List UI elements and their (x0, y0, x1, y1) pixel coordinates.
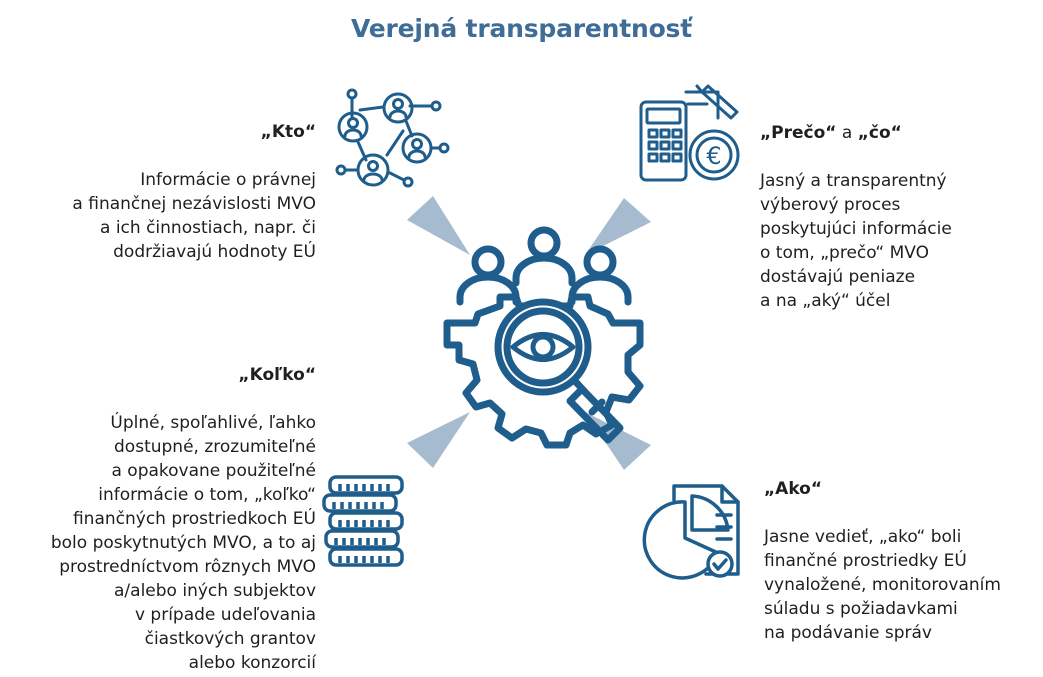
network-people-icon (335, 88, 450, 188)
arrow-bottom-left (407, 412, 470, 468)
arrow-top-right (585, 198, 651, 255)
page-title: Verejná transparentnosť (351, 14, 692, 43)
coin (328, 475, 404, 495)
arrow-top-left (407, 196, 470, 255)
ako-text: Jasne vedieť, „ako“ boli finančné prostr… (764, 527, 1001, 643)
kolko-heading: „Koľko“ (238, 365, 316, 385)
kolko-text: Úplné, spoľahlivé, ľahko dostupné, zrozu… (50, 413, 316, 673)
preco-text: Jasný a transparentný výberový proces po… (760, 171, 952, 311)
preco-heading-and: a (836, 123, 858, 143)
coin (328, 547, 404, 567)
pie-chart-report-icon (642, 484, 740, 580)
coin (322, 493, 398, 513)
preco-heading-why: „Prečo“ (760, 123, 837, 143)
coin (328, 511, 404, 531)
eye-icon (510, 332, 576, 362)
calculator-euro-document-icon: € (639, 84, 740, 182)
preco-heading: „Prečo“ a „čo“ (760, 121, 1030, 145)
ako-block: „Ako“ Jasne vedieť, „ako“ boli finančné … (764, 453, 1039, 645)
coin-stack-icon (322, 475, 404, 567)
preco-block: „Prečo“ a „čo“ Jasný a transparentný výb… (760, 97, 1030, 313)
center-icon (443, 226, 644, 449)
coin (324, 529, 400, 549)
euro-symbol: € (706, 142, 721, 170)
preco-heading-what: „čo“ (857, 123, 902, 143)
kto-heading: „Kto“ (260, 122, 316, 142)
kto-text: Informácie o právnej a finančnej nezávis… (72, 170, 316, 262)
ako-heading: „Ako“ (764, 479, 823, 499)
magnifier-icon (494, 298, 624, 444)
kto-block: „Kto“ Informácie o právnej a finančnej n… (20, 96, 316, 264)
kolko-block: „Koľko“ Úplné, spoľahlivé, ľahko dostupn… (8, 339, 316, 675)
people-icon (456, 226, 632, 306)
arrow-bottom-right (585, 412, 651, 470)
